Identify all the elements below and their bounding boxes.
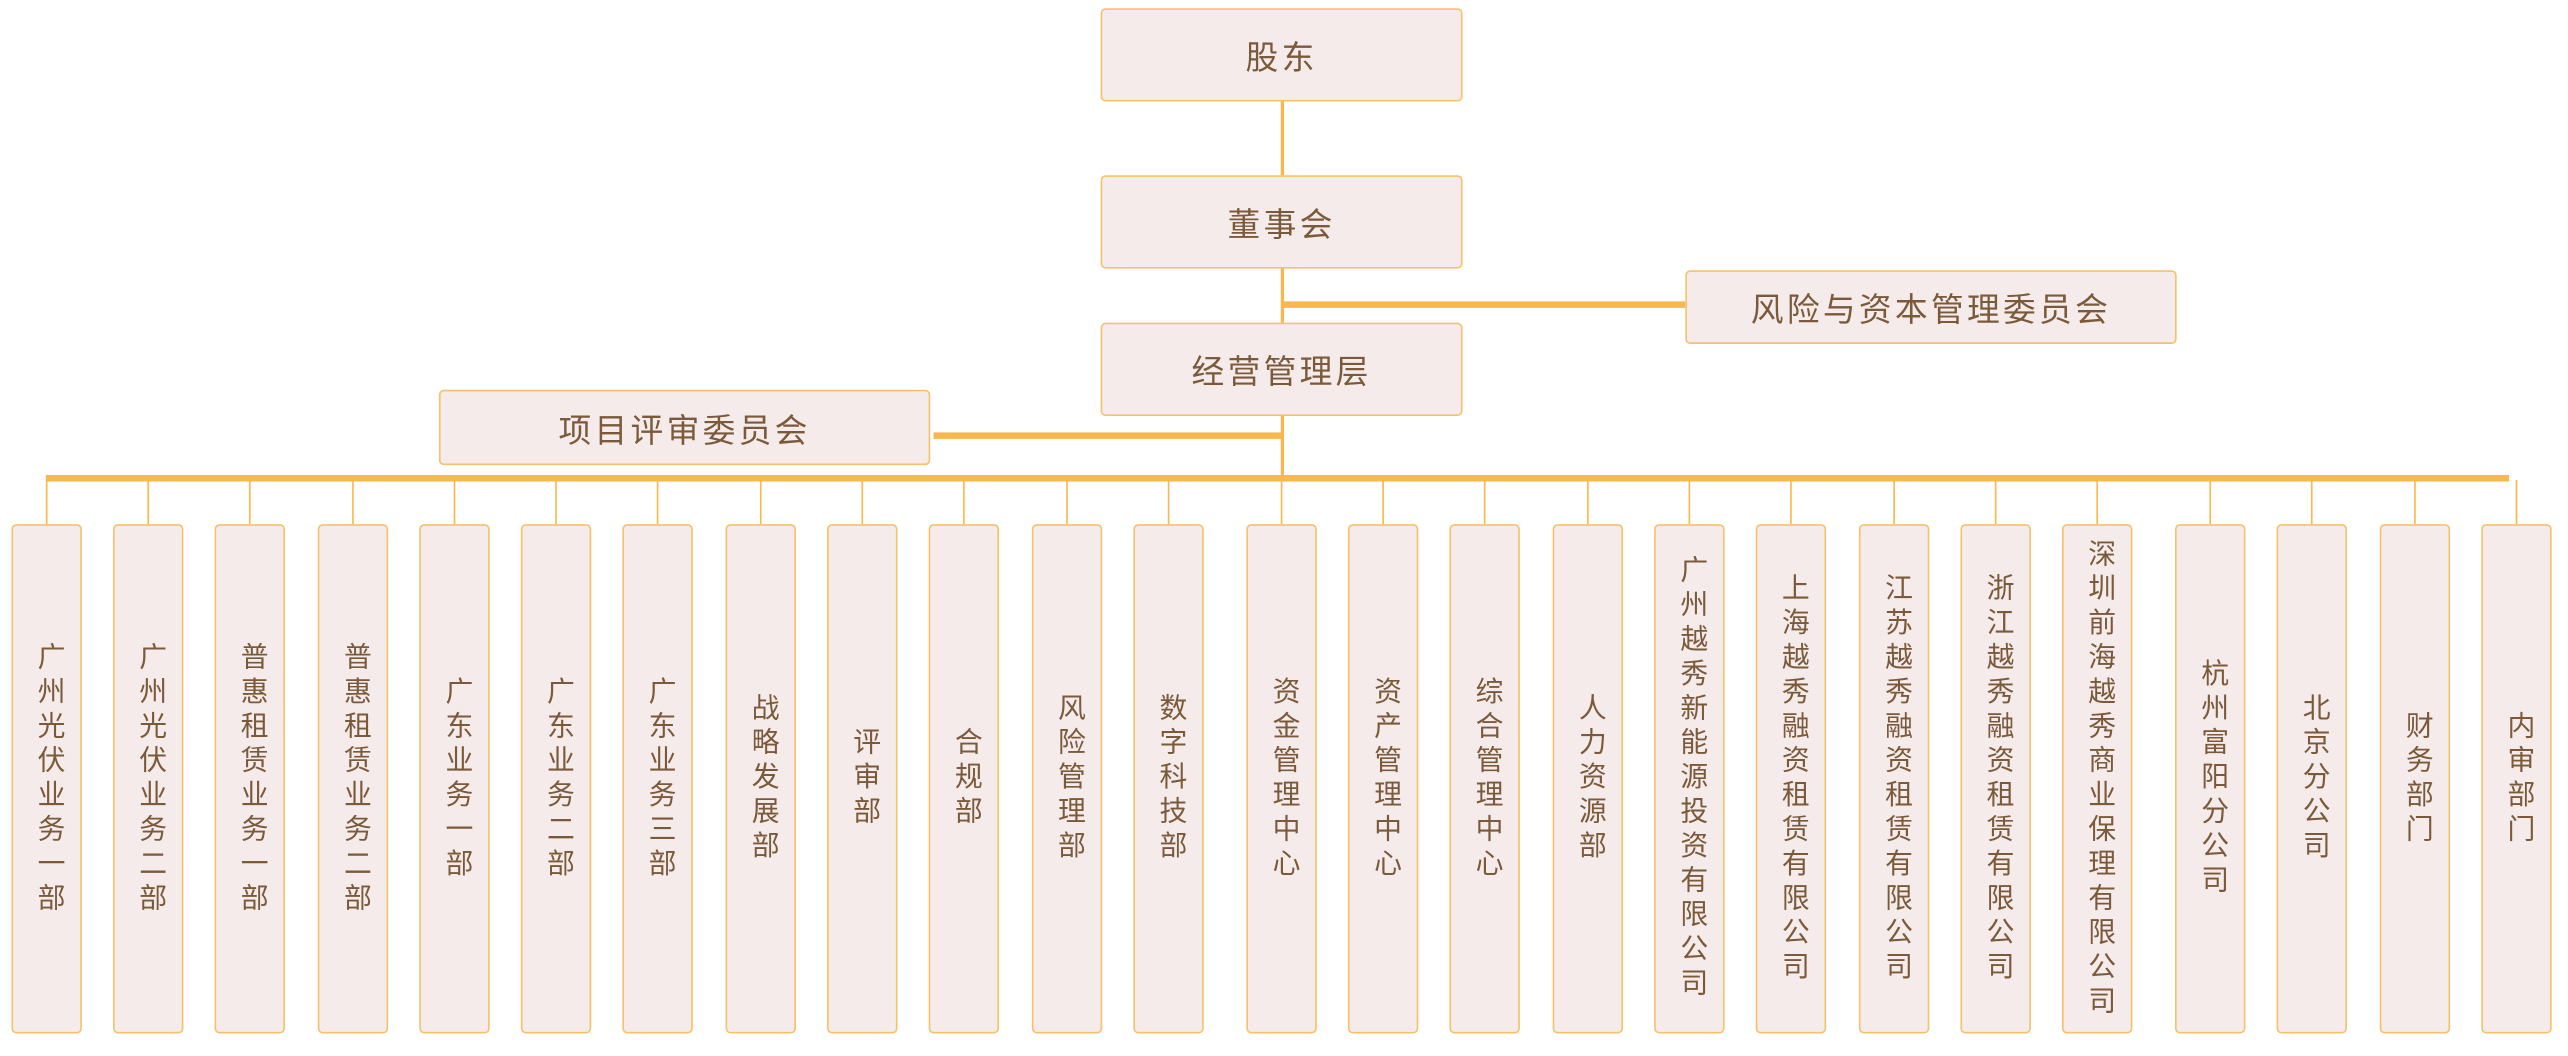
- department-box: 数字科技部: [1133, 524, 1204, 1034]
- department-label: 普惠租赁业务二部: [337, 641, 371, 917]
- department-box: 战略发展部: [725, 524, 796, 1034]
- connector-department: [1066, 479, 1068, 525]
- department-box: 内审部门: [2481, 524, 2552, 1034]
- connector-department: [352, 479, 354, 525]
- department-label: 风险管理部: [1051, 692, 1085, 865]
- department-label: 广东业务三部: [642, 675, 675, 882]
- department-label: 广东业务一部: [438, 675, 472, 882]
- shareholders-label: 股东: [1245, 37, 1318, 77]
- department-label: 资产管理中心: [1367, 675, 1401, 882]
- department-label: 广州光伏业务二部: [132, 641, 166, 917]
- connector-department: [2310, 479, 2313, 525]
- connector-department: [1790, 479, 1792, 525]
- department-box: 北京分公司: [2276, 524, 2347, 1034]
- department-box: 广州光伏业务二部: [113, 524, 184, 1034]
- department-box: 人力资源部: [1552, 524, 1624, 1034]
- review-committee-label: 项目评审委员会: [558, 410, 811, 450]
- connector-department: [2515, 479, 2518, 525]
- department-label: 浙江越秀融资租赁有限公司: [1980, 572, 2013, 986]
- department-box: 资金管理中心: [1246, 524, 1317, 1034]
- department-box: 风险管理部: [1031, 524, 1103, 1034]
- department-label: 综合管理中心: [1469, 675, 1502, 882]
- connector-department: [963, 479, 965, 525]
- department-box: 上海越秀融资租赁有限公司: [1755, 524, 1827, 1034]
- connector-shareholders-board: [1280, 99, 1284, 176]
- connector-department: [1688, 479, 1691, 525]
- connector-department: [555, 479, 557, 525]
- connector-board-management: [1280, 266, 1284, 323]
- department-box: 合规部: [928, 524, 1000, 1034]
- connector-risk-committee: [1282, 301, 1686, 308]
- risk-committee-box: 风险与资本管理委员会: [1685, 270, 2177, 344]
- connector-department: [1893, 479, 1895, 525]
- management-label: 经营管理层: [1191, 352, 1372, 392]
- department-label: 合规部: [948, 727, 982, 831]
- board-label: 董事会: [1227, 204, 1336, 245]
- board-box: 董事会: [1100, 175, 1463, 269]
- department-box: 资产管理中心: [1347, 524, 1419, 1034]
- connector-review-committee: [933, 432, 1283, 439]
- department-box: 广州光伏业务一部: [11, 524, 82, 1034]
- department-box: 广东业务二部: [520, 524, 592, 1034]
- department-box: 江苏越秀融资租赁有限公司: [1858, 524, 1930, 1034]
- department-box: 深圳前海越秀商业保理有限公司: [2061, 524, 2133, 1034]
- connector-department: [453, 479, 456, 525]
- management-box: 经营管理层: [1100, 322, 1463, 417]
- department-label: 北京分公司: [2296, 692, 2329, 865]
- connector-department: [1280, 479, 1283, 525]
- connector-department: [2096, 479, 2099, 525]
- department-label: 评审部: [846, 727, 880, 831]
- department-box: 广州越秀新能源投资有限公司: [1654, 524, 1725, 1034]
- department-label: 江苏越秀融资租赁有限公司: [1878, 572, 1912, 986]
- department-label: 财务部门: [2399, 709, 2433, 848]
- connector-department: [45, 479, 48, 525]
- department-bus: [45, 474, 2510, 482]
- connector-department: [2209, 479, 2212, 525]
- department-box: 广东业务三部: [622, 524, 693, 1034]
- department-box: 财务部门: [2379, 524, 2451, 1034]
- department-label: 普惠租赁业务一部: [234, 641, 267, 917]
- department-label: 深圳前海越秀商业保理有限公司: [2081, 538, 2115, 1020]
- department-box: 浙江越秀融资租赁有限公司: [1960, 524, 2031, 1034]
- department-label: 战略发展部: [745, 692, 778, 865]
- department-box: 综合管理中心: [1449, 524, 1520, 1034]
- connector-department: [1587, 479, 1589, 525]
- department-box: 广东业务一部: [419, 524, 490, 1034]
- department-label: 杭州富阳分公司: [2194, 658, 2228, 900]
- connector-department: [147, 479, 150, 525]
- connector-department: [1483, 479, 1486, 525]
- connector-department: [2414, 479, 2416, 525]
- department-label: 资金管理中心: [1266, 675, 1299, 882]
- connector-management-bus: [1280, 414, 1284, 480]
- connector-department: [759, 479, 762, 525]
- department-label: 人力资源部: [1572, 692, 1606, 865]
- connector-department: [656, 479, 659, 525]
- shareholders-box: 股东: [1100, 8, 1463, 102]
- connector-department: [1167, 479, 1170, 525]
- department-label: 广州光伏业务一部: [31, 641, 64, 917]
- department-label: 广东业务二部: [540, 675, 574, 882]
- risk-committee-label: 风险与资本管理委员会: [1750, 289, 2112, 330]
- department-label: 广州越秀新能源投资有限公司: [1673, 555, 1707, 1003]
- department-box: 普惠租赁业务一部: [214, 524, 285, 1034]
- department-label: 上海越秀融资租赁有限公司: [1775, 572, 1809, 986]
- department-box: 评审部: [827, 524, 898, 1034]
- department-box: 普惠租赁业务二部: [317, 524, 389, 1034]
- connector-department: [1994, 479, 1997, 525]
- department-label: 内审部门: [2500, 709, 2534, 848]
- department-box: 杭州富阳分公司: [2174, 524, 2246, 1034]
- department-label: 数字科技部: [1153, 692, 1186, 865]
- connector-department: [248, 479, 251, 525]
- connector-department: [1382, 479, 1384, 525]
- review-committee-box: 项目评审委员会: [438, 389, 931, 466]
- connector-department: [861, 479, 864, 525]
